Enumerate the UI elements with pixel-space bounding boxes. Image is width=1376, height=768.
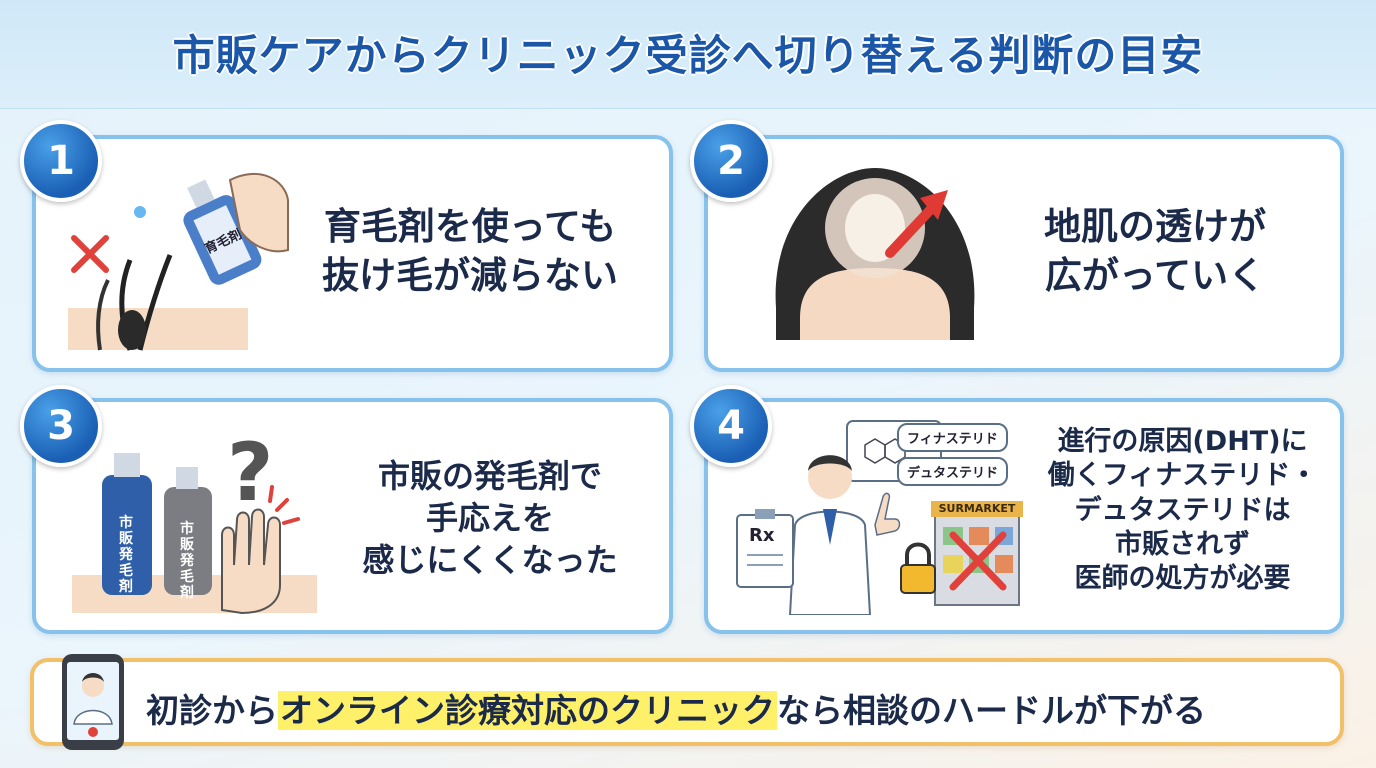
end-call-icon bbox=[88, 727, 98, 737]
footer-banner: 初診からオンライン診療対応のクリニックなら相談のハードルが下がる bbox=[30, 654, 1344, 750]
doctor-prescription-illustration: Rx フィナステリド デュタステリド SURMARKET bbox=[735, 415, 1025, 615]
lock-icon bbox=[900, 542, 936, 594]
card-1-line-2: 抜け毛が減らない bbox=[322, 253, 618, 297]
card-3-text: 市販の発毛剤で 手応えを 感じにくくなった bbox=[320, 455, 660, 582]
card-1-line-1: 育毛剤を使っても bbox=[323, 205, 617, 248]
card-3-line-1: 市販の発毛剤で bbox=[377, 457, 602, 495]
number-badge-1: 1 bbox=[20, 120, 102, 202]
card-4-line-1: 進行の原因(DHT)に bbox=[1057, 426, 1308, 457]
number-badge-2: 2 bbox=[690, 120, 772, 202]
arrow-up-right-icon bbox=[885, 190, 948, 258]
footer-highlight: オンライン診療対応のクリニック bbox=[278, 691, 777, 730]
scalp-skin bbox=[68, 308, 248, 350]
footer-text-before: 初診から bbox=[146, 691, 278, 730]
card-3-line-2: 手応えを bbox=[425, 499, 554, 538]
store-sign: SURMARKET bbox=[938, 502, 1016, 515]
bottle-blue bbox=[102, 475, 152, 595]
footer-text: 初診からオンライン診療対応のクリニックなら相談のハードルが下がる bbox=[146, 684, 1206, 732]
card-2-line-1: 地肌の透けが bbox=[1044, 205, 1266, 248]
doctor-head bbox=[808, 455, 852, 499]
hand-icon bbox=[221, 508, 281, 615]
page-title: 市販ケアからクリニック受診へ切り替える判断の目安 bbox=[172, 31, 1204, 80]
footer-text-after: なら相談のハードルが下がる bbox=[777, 691, 1206, 730]
card-4-text: 進行の原因(DHT)に 働くフィナステリド・ デュタステリドは 市販されず 医師… bbox=[1030, 425, 1335, 596]
card-3-line-3: 感じにくくなった bbox=[362, 541, 618, 580]
bottle-label-2: 市販発毛剤 bbox=[180, 521, 194, 602]
alert-lines-icon bbox=[268, 485, 300, 525]
question-mark-icon: ? bbox=[227, 426, 273, 519]
hair-strand bbox=[96, 279, 110, 351]
cross-mark-icon bbox=[949, 531, 1007, 591]
hair-growth-bottles-illustration: ? 市販発毛剤 市販発毛剤 bbox=[72, 425, 322, 615]
number-badge-3: 3 bbox=[20, 385, 102, 467]
card-4-line-5: 医師の処方が必要 bbox=[1074, 563, 1291, 595]
hair-follicle bbox=[118, 310, 146, 350]
hair-tonic-spray-illustration: 育毛剤 bbox=[68, 172, 289, 351]
thinning-scalp-illustration bbox=[775, 168, 975, 340]
card-2-text: 地肌の透けが 広がっていく bbox=[990, 203, 1320, 301]
card-4-line-2: 働くフィナステリド・ bbox=[1047, 460, 1318, 492]
card-4-line-3: デュタステリドは bbox=[1074, 494, 1291, 526]
drug-tag-dutasteride: デュタステリド bbox=[897, 457, 1009, 486]
pointing-hand bbox=[874, 492, 901, 536]
card-1-text: 育毛剤を使っても 抜け毛が減らない bbox=[300, 203, 640, 301]
header-band bbox=[0, 0, 1376, 109]
number-badge-4: 4 bbox=[690, 385, 772, 467]
drug-tag-finasteride: フィナステリド bbox=[897, 423, 1008, 452]
hand bbox=[228, 172, 289, 253]
smartphone-doctor-icon bbox=[62, 654, 124, 750]
cross-mark-icon bbox=[71, 235, 109, 273]
droplet-icon bbox=[134, 206, 146, 218]
forehead bbox=[800, 268, 950, 340]
card-4-line-4: 市販されず bbox=[1115, 528, 1250, 560]
rx-symbol: Rx bbox=[749, 525, 775, 546]
card-2-line-2: 広がっていく bbox=[1044, 253, 1266, 297]
bottle-gray bbox=[164, 487, 212, 595]
bottle-label-1: 市販発毛剤 bbox=[119, 515, 133, 596]
